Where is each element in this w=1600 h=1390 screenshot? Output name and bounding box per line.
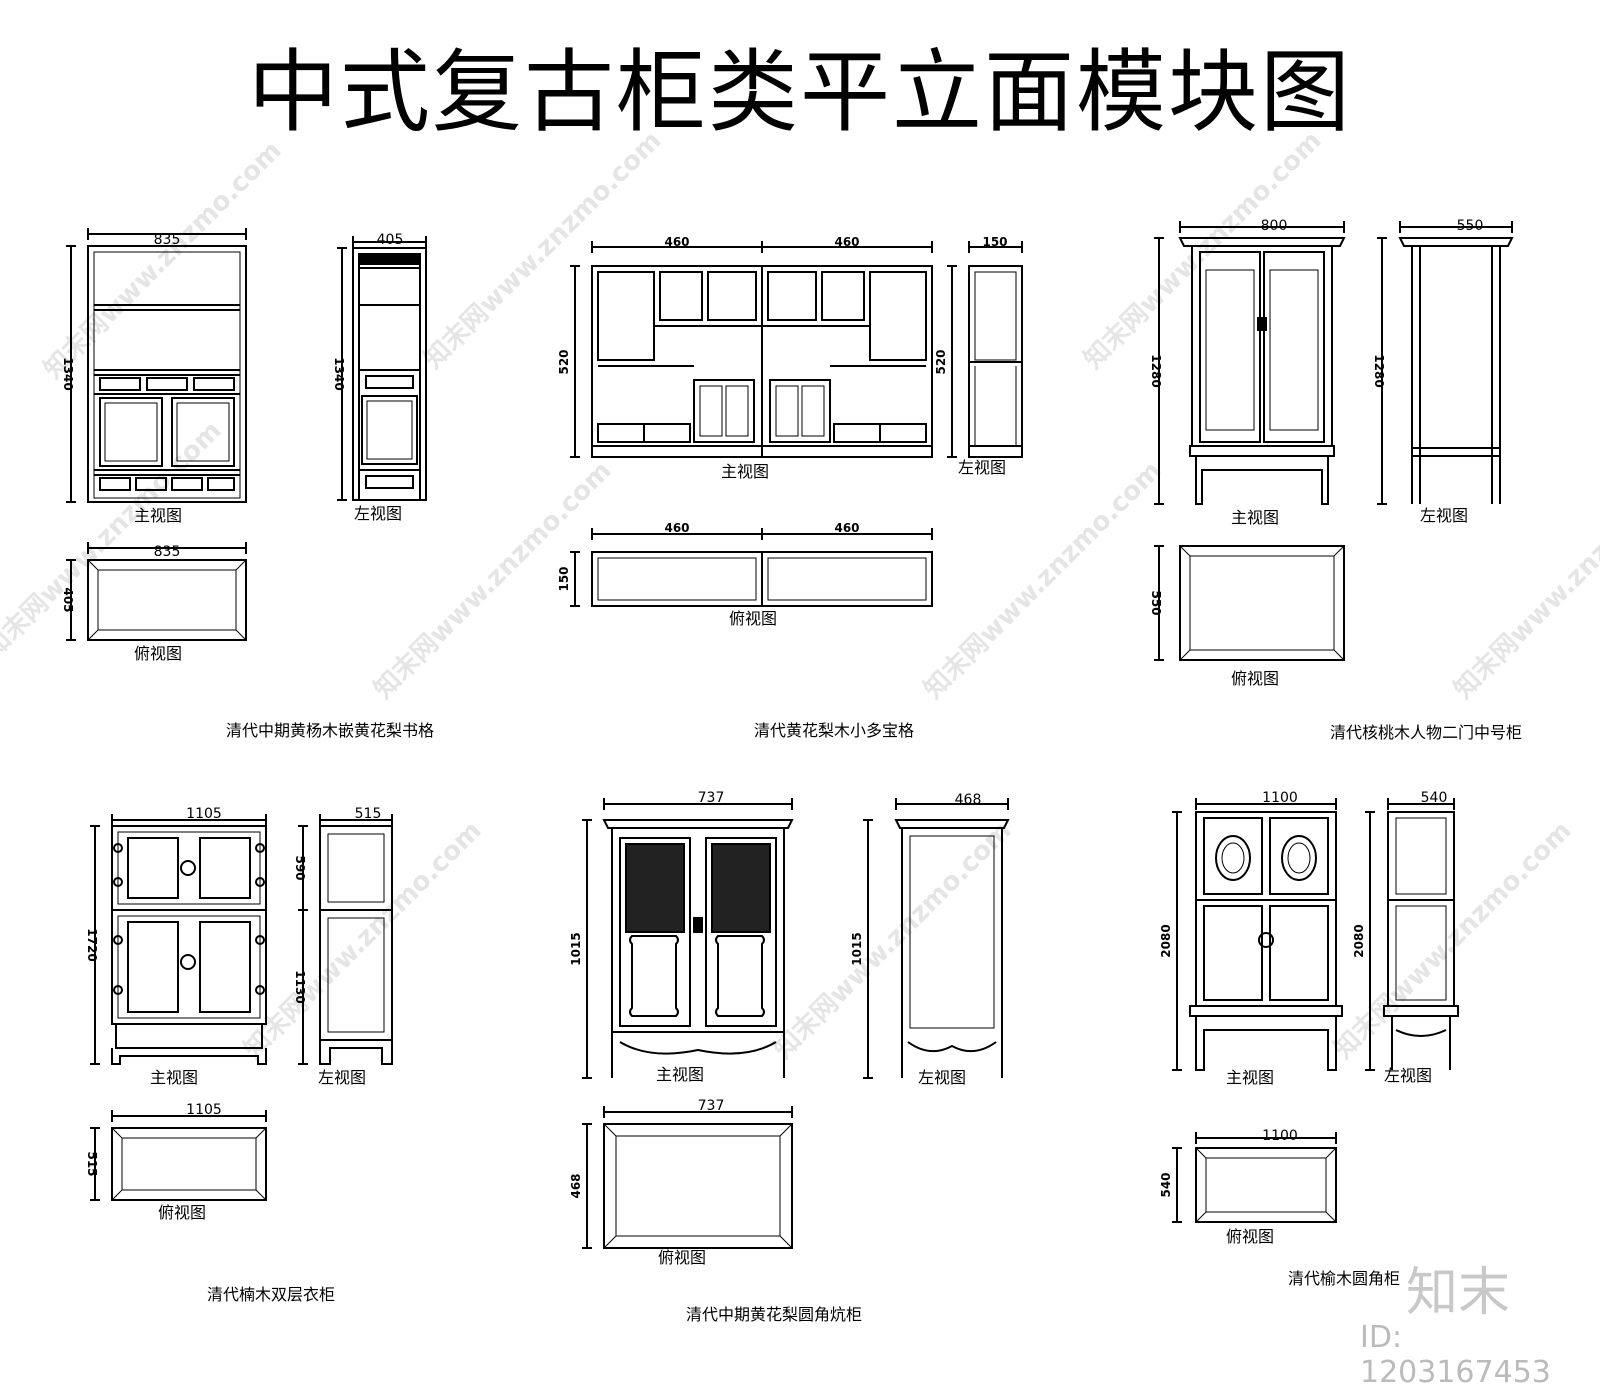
- cab1-front-label: 主视图: [134, 506, 182, 525]
- cab6-side-height: 2080: [1352, 924, 1366, 957]
- cab2-front-height: 520: [557, 349, 571, 374]
- cab3-top-label: 俯视图: [1231, 669, 1279, 688]
- cab6-caption: 清代榆木圆角柜: [1288, 1269, 1400, 1288]
- cab1-caption: 清代中期黄杨木嵌黄花梨书格: [226, 721, 434, 740]
- cab5-left-label: 左视图: [918, 1068, 966, 1087]
- cab4-top-depth: 515: [85, 1151, 99, 1176]
- cab2-top-width-a: 460: [664, 521, 689, 535]
- cab3-left-label: 左视图: [1420, 506, 1468, 525]
- cab4-top-label: 俯视图: [158, 1203, 206, 1222]
- cab5-side-height: 1015: [850, 932, 864, 965]
- cab5-side-width: 468: [955, 792, 982, 808]
- cab2-top-depth: 150: [557, 566, 571, 591]
- cab1-front-height: 1340: [61, 357, 75, 390]
- cab3-side-height: 1280: [1372, 354, 1386, 387]
- cab3-front-height: 1280: [1149, 354, 1163, 387]
- cabinet-2-top-view: [570, 528, 933, 607]
- cab5-front-label: 主视图: [656, 1065, 704, 1084]
- cab1-left-label: 左视图: [354, 504, 402, 523]
- cab5-top-label: 俯视图: [658, 1248, 706, 1267]
- cab4-front-label: 主视图: [150, 1068, 198, 1087]
- cab3-front-label: 主视图: [1231, 508, 1279, 527]
- cab4-side-lower: 1130: [293, 970, 307, 1003]
- cabinet-3-top-view: [1154, 545, 1345, 661]
- cab2-caption: 清代黄花梨木小多宝格: [754, 721, 914, 740]
- cab5-top-width: 737: [698, 1098, 725, 1114]
- cab6-top-label: 俯视图: [1226, 1227, 1274, 1246]
- cabinet-2-front-view: [570, 241, 933, 458]
- cabinet-2-left-view: [947, 241, 1023, 458]
- cabinet-5-front-view: [582, 798, 794, 1079]
- cab3-side-width: 550: [1457, 218, 1484, 234]
- cabinet-6-left-view: [1365, 798, 1459, 1071]
- cabinet-3-front-view: [1154, 221, 1346, 505]
- cabinet-4-front-view: [90, 814, 267, 1065]
- cab1-side-height: 1340: [332, 357, 346, 390]
- cab6-front-height: 2080: [1159, 924, 1173, 957]
- cab5-top-depth: 468: [569, 1173, 583, 1198]
- page-title: 中式复古柜类平立面模块图: [248, 40, 1352, 145]
- cabinet-3-left-view: [1377, 221, 1514, 505]
- cab4-side-width: 515: [355, 806, 382, 822]
- cab2-top-label: 俯视图: [729, 609, 777, 628]
- cabinet-1-top-view: [66, 542, 247, 641]
- cab6-side-width: 540: [1421, 790, 1448, 806]
- cab2-left-label: 左视图: [958, 458, 1006, 477]
- cab2-front-width-a: 460: [664, 235, 689, 249]
- cab5-front-height: 1015: [569, 932, 583, 965]
- cab1-top-width: 835: [154, 544, 181, 560]
- cab3-top-depth: 550: [1149, 590, 1163, 615]
- cab6-top-depth: 540: [1159, 1172, 1173, 1197]
- cabinet-1-left-view: [337, 236, 427, 501]
- cabinet-1-front-view: [66, 228, 247, 503]
- cabinet-6-front-view: [1172, 798, 1343, 1071]
- cab3-caption: 清代核桃木人物二门中号柜: [1330, 723, 1522, 742]
- cab1-front-width: 835: [154, 232, 181, 248]
- cab4-front-height: 1720: [85, 928, 99, 961]
- cab6-left-label: 左视图: [1384, 1066, 1432, 1085]
- cab6-top-width: 1100: [1262, 1128, 1298, 1144]
- cab1-side-width: 405: [377, 232, 404, 248]
- cab6-front-width: 1100: [1262, 790, 1298, 806]
- cab2-side-height: 520: [934, 349, 948, 374]
- cab5-caption: 清代中期黄花梨圆角炕柜: [686, 1305, 862, 1324]
- cab2-top-width-b: 460: [834, 521, 859, 535]
- cabinet-5-left-view: [863, 798, 1010, 1079]
- cabinet-4-left-view: [298, 814, 393, 1065]
- brand-logo: 知末: [1406, 1263, 1511, 1323]
- cab4-side-upper: 590: [293, 855, 307, 880]
- cab1-top-depth: 405: [61, 587, 75, 612]
- cab3-front-width: 800: [1261, 218, 1288, 234]
- cabinet-6-top-view: [1172, 1132, 1337, 1223]
- cab4-top-width: 1105: [186, 1102, 222, 1118]
- cab4-front-width: 1105: [186, 806, 222, 822]
- cab2-front-width-b: 460: [834, 235, 859, 249]
- cab4-left-label: 左视图: [318, 1068, 366, 1087]
- cabinet-5-top-view: [582, 1106, 793, 1249]
- cab4-caption: 清代楠木双层衣柜: [207, 1285, 335, 1304]
- cabinet-4-top-view: [90, 1110, 267, 1201]
- cab5-front-width: 737: [698, 790, 725, 806]
- cab6-front-label: 主视图: [1226, 1068, 1274, 1087]
- cab2-side-width: 150: [982, 235, 1007, 249]
- cab1-top-label: 俯视图: [134, 644, 182, 663]
- cab2-front-label: 主视图: [721, 462, 769, 481]
